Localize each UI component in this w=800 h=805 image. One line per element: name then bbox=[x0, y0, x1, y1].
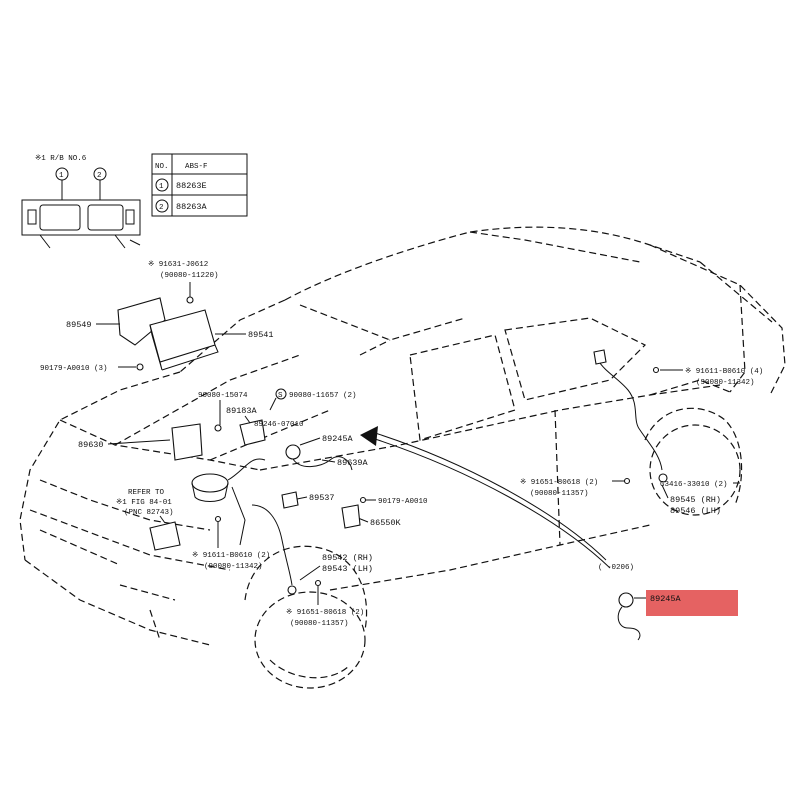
label-90080-11657: 90080-11657 (2) bbox=[289, 392, 357, 400]
relay-block-body bbox=[21, 199, 141, 236]
svg-text:1: 1 bbox=[59, 172, 64, 180]
table-row-1-part: 88263E bbox=[176, 181, 207, 191]
table-row-2-part: 88263A bbox=[176, 202, 208, 212]
label-89246: 89246-07010 bbox=[254, 421, 304, 429]
label-90080-11357-front: (90080-11357) bbox=[290, 620, 349, 628]
yaw-sensor bbox=[239, 419, 266, 446]
label-90080-11342-rear: (90080-11342) bbox=[696, 379, 755, 387]
label-91651-front: ※ 91651-80618 (2) bbox=[286, 608, 364, 617]
label-90080-15074: 90080-15074 bbox=[198, 392, 248, 400]
label-89245A: 89245A bbox=[322, 434, 354, 444]
table-row-1-no: 1 bbox=[159, 183, 164, 191]
highlight-box bbox=[646, 590, 738, 616]
label-89537: 89537 bbox=[309, 493, 335, 503]
svg-text:2: 2 bbox=[97, 172, 102, 180]
label-89543: 89543 (LH) bbox=[322, 564, 373, 574]
ecu-bracket bbox=[117, 297, 166, 346]
label-89549: 89549 bbox=[66, 320, 92, 330]
svg-text:S: S bbox=[278, 392, 283, 400]
label-89546: 89546 (LH) bbox=[670, 506, 721, 516]
label-89545: 89545 (RH) bbox=[670, 495, 721, 505]
label-90179-3: 90179-A0010 (3) bbox=[40, 365, 108, 373]
table-header-part: ABS-F bbox=[185, 163, 208, 171]
label-86550K: 86550K bbox=[370, 518, 402, 528]
horn-86550K bbox=[341, 504, 361, 529]
relay-box bbox=[149, 521, 181, 551]
label-91651-rear: ※ 91651-80618 (2) bbox=[520, 478, 598, 487]
detail-arrow bbox=[360, 426, 611, 569]
label-refer-pnc: (PNC 82743) bbox=[124, 509, 174, 517]
sensor-89630 bbox=[171, 423, 203, 461]
label-91631: ※ 91631-J0612 bbox=[148, 260, 208, 269]
actuator bbox=[191, 473, 229, 493]
label-90080-11342-front: (90080-11342) bbox=[204, 563, 263, 571]
abs-ecu-assembly: ※ 91631-J0612 (90080-11220) 89549 89541 … bbox=[40, 260, 274, 373]
label-90080-11357-rear: (90080-11357) bbox=[530, 490, 589, 498]
rear-sensor: ※ 91611-B0610 (4) (90080-11342) ※ 91651-… bbox=[520, 349, 763, 516]
inset-note: ※1 R/B NO.6 bbox=[35, 154, 87, 163]
table-row-2-no: 2 bbox=[159, 204, 164, 212]
label-91611-rear: ※ 91611-B0610 (4) bbox=[685, 367, 763, 376]
car-outline bbox=[19, 226, 786, 689]
table-header-no: NO. bbox=[155, 163, 169, 171]
label-detail-range: ( -0206) bbox=[598, 564, 634, 572]
detail-inset: ( -0206) 89245A bbox=[598, 564, 738, 641]
speed-sensor-89245A bbox=[285, 444, 301, 460]
label-refer-to: REFER TO bbox=[128, 489, 165, 497]
label-89639A: 89639A bbox=[337, 458, 369, 468]
label-89541: 89541 bbox=[248, 330, 274, 340]
center-parts: 90080-15074 S 90080-11657 (2) 89183A 896… bbox=[78, 388, 428, 628]
label-89630: 89630 bbox=[78, 440, 104, 450]
part-no-table: NO. ABS-F 1 88263E 2 88263A bbox=[151, 153, 248, 217]
label-90080-11220: (90080-11220) bbox=[160, 272, 219, 280]
label-G3416: G3416-33010 (2) bbox=[660, 481, 728, 489]
label-refer-fig: ※1 FIG 84-01 bbox=[116, 498, 172, 507]
label-90179: 90179-A0010 bbox=[378, 498, 428, 506]
label-91611-front: ※ 91611-B0610 (2) bbox=[192, 551, 270, 560]
relay-block-inset: ※1 R/B NO.6 1 2 bbox=[21, 154, 141, 249]
label-89183A: 89183A bbox=[226, 406, 258, 416]
detail-sensor bbox=[618, 592, 634, 608]
label-detail-part: 89245A bbox=[650, 594, 682, 604]
label-89542: 89542 (RH) bbox=[322, 553, 373, 563]
